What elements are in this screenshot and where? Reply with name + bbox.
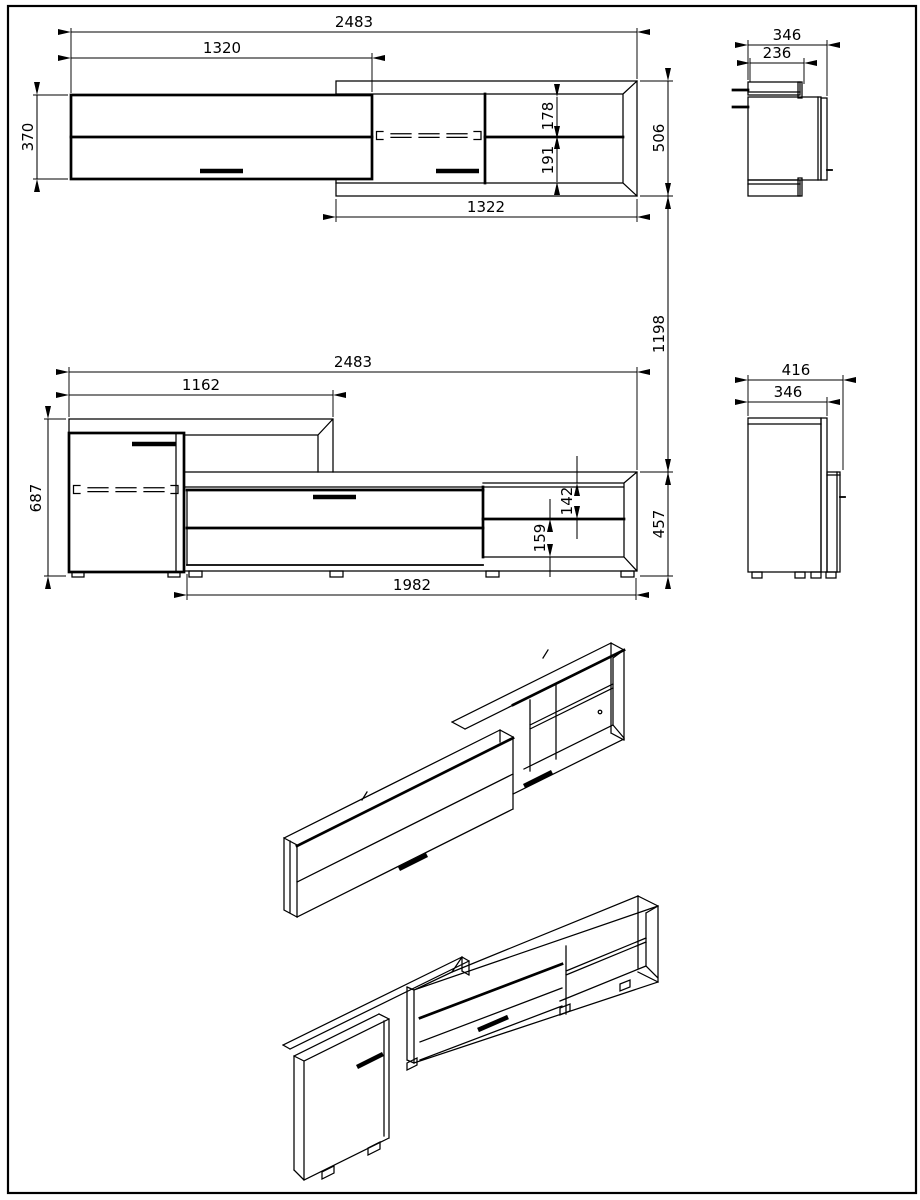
dim-right-width: 1322 bbox=[467, 198, 505, 216]
dim-panel-width: 1162 bbox=[182, 376, 220, 394]
overall-height-dimension: 1198 457 bbox=[640, 183, 673, 589]
wall-bracket-marks bbox=[731, 88, 750, 109]
iso-view-upper-unit bbox=[283, 642, 626, 919]
feet-side-view bbox=[751, 571, 837, 579]
iso-handle-shelf bbox=[397, 852, 429, 872]
iso-handle-upper-door bbox=[522, 769, 554, 789]
dim-panel-height: 687 bbox=[27, 484, 45, 513]
dim-total-depth-upper: 346 bbox=[773, 26, 802, 44]
door-dash-marks-lower bbox=[72, 484, 179, 495]
iso-feet bbox=[321, 979, 631, 1181]
iso-handle-drawer bbox=[477, 1014, 509, 1033]
cable-hole bbox=[597, 709, 603, 715]
feet-front-view bbox=[71, 570, 635, 578]
dim-right-height: 506 bbox=[650, 124, 668, 153]
dim-total-width-lower: 2483 bbox=[334, 353, 372, 371]
dim-total-depth-lower: 416 bbox=[782, 361, 811, 379]
dim-total-height: 1198 bbox=[650, 315, 668, 353]
dim-lower-gap-lower: 159 bbox=[531, 524, 549, 553]
dim-shelf-width: 1320 bbox=[203, 39, 241, 57]
dim-base-height: 457 bbox=[650, 510, 668, 539]
lower-unit-side-view: 416 346 bbox=[735, 361, 856, 579]
dim-shelf-depth: 236 bbox=[763, 44, 792, 62]
dim-lower-gap: 191 bbox=[539, 146, 557, 175]
dim-base-width: 1982 bbox=[393, 576, 431, 594]
dim-upper-gap: 178 bbox=[539, 102, 557, 131]
dim-shelf-height: 370 bbox=[19, 123, 37, 152]
lower-unit-front-view: 2483 1162 1982 687 142 159 bbox=[27, 353, 650, 600]
upper-unit-front-view: 2483 1320 1322 370 178 191 506 bbox=[19, 13, 673, 222]
upper-unit-side-view: 346 236 bbox=[731, 26, 840, 197]
dim-upper-gap-lower: 142 bbox=[558, 487, 576, 516]
dim-cabinet-depth: 346 bbox=[774, 383, 803, 401]
sheet-border bbox=[6, 4, 918, 1195]
iso-view-lower-unit bbox=[282, 895, 659, 1181]
iso-handle-cabinet bbox=[355, 1051, 385, 1070]
door-dash-marks-upper bbox=[375, 130, 482, 141]
dim-total-width-upper: 2483 bbox=[335, 13, 373, 31]
mount-marks bbox=[361, 649, 549, 801]
